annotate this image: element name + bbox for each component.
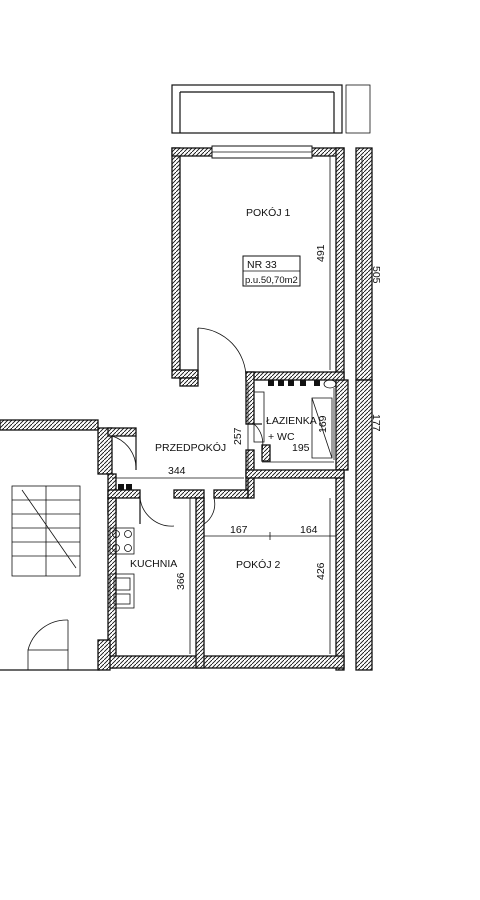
dim-right-lower-outer: 177 <box>370 414 382 432</box>
room-label-pokoj-2: POKÓJ 2 <box>236 558 281 571</box>
windows <box>129 145 327 669</box>
dim-pokoj1-height: 491 <box>315 244 327 262</box>
dimension-lines <box>112 156 363 654</box>
dim-pokoj2-height: 426 <box>315 562 327 580</box>
room-label-kuchnia: KUCHNIA <box>130 558 177 570</box>
room-label-przedpokoj: PRZEDPOKÓJ <box>155 441 226 454</box>
apartment-area: p.u.50,70m2 <box>245 275 298 286</box>
doors <box>111 327 264 527</box>
staircase <box>0 419 100 671</box>
apartment-info-box: NR 33 p.u.50,70m2 <box>242 255 301 287</box>
dimension-labels: 491 505 177 344 257 195 169 167 164 426 … <box>168 244 382 590</box>
walls-lazienka <box>245 371 345 499</box>
walls-przedpokoj <box>97 377 249 515</box>
kitchen-fixtures <box>109 484 135 609</box>
apartment-number: NR 33 <box>247 259 277 271</box>
dim-przedpokoj-height: 257 <box>232 427 244 445</box>
balcony <box>171 84 371 134</box>
room-labels: POKÓJ 1 POKÓJ 2 PRZEDPOKÓJ ŁAZIENKA + WC… <box>130 206 317 571</box>
dim-przedpokoj-width: 344 <box>168 465 186 477</box>
bathroom-fixtures <box>253 379 337 459</box>
walls-right <box>335 379 373 671</box>
walls-lower <box>97 497 345 671</box>
dim-lazienka-height: 169 <box>317 415 329 433</box>
dim-lazienka-width: 195 <box>292 442 310 454</box>
dim-right-outer: 505 <box>370 266 382 284</box>
room-label-pokoj-1: POKÓJ 1 <box>246 206 291 219</box>
dim-pokoj2-width: 164 <box>300 524 318 536</box>
room-label-wc: + WC <box>268 431 295 443</box>
dim-kuchnia-width: 167 <box>230 524 248 536</box>
room-label-lazienka: ŁAZIENKA <box>266 415 317 427</box>
dim-kuchnia-height: 366 <box>175 572 187 590</box>
